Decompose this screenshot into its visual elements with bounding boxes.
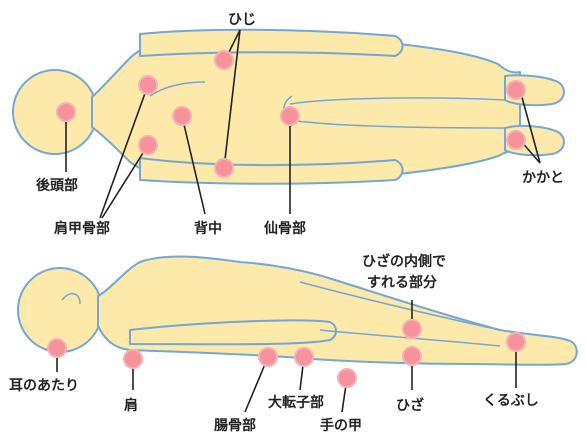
supine-torso xyxy=(91,38,521,181)
labels: ひじ 後頭部 肩甲骨部 背中 仙骨部 かかと ひざの内側で すれる部分 耳のあた… xyxy=(9,12,564,434)
label-hiza-naisoku-2: すれる部分 xyxy=(367,274,437,291)
spot-ankle xyxy=(506,332,526,352)
spot-sacrum xyxy=(280,106,300,126)
label-te-no-kou: 手の甲 xyxy=(320,417,362,434)
label-senkotsubu: 仙骨部 xyxy=(264,220,306,237)
supine-arm-top xyxy=(139,28,404,57)
label-kakato: かかと xyxy=(522,170,564,186)
spot-ilium xyxy=(258,347,278,367)
supine-arm-bottom xyxy=(139,157,404,185)
spot-scapula-bottom xyxy=(138,135,158,155)
spot-heel-top xyxy=(506,80,526,100)
spot-inner-knee xyxy=(402,319,422,339)
spot-ear xyxy=(47,338,67,358)
spot-scapula-top xyxy=(138,75,158,95)
label-hiza: ひざ xyxy=(396,397,424,414)
spot-elbow-bottom xyxy=(214,158,234,178)
spot-elbow-top xyxy=(214,50,234,70)
label-koutoubu: 後頭部 xyxy=(36,177,78,194)
spot-heel-bottom xyxy=(506,130,526,150)
spot-shoulder xyxy=(123,349,143,369)
label-kenkoukotsubu: 肩甲骨部 xyxy=(54,220,110,237)
label-mimi-no-atari: 耳のあたり xyxy=(9,378,79,394)
supine-head xyxy=(12,69,98,155)
label-hiza-naisoku-1: ひざの内側で xyxy=(362,253,446,270)
side-lying-body xyxy=(17,255,578,366)
spot-occiput xyxy=(56,102,76,122)
label-hiji: ひじ xyxy=(228,12,256,28)
side-torso xyxy=(97,255,578,366)
label-kurubushi: くるぶし xyxy=(483,393,539,409)
spot-back-of-hand xyxy=(337,368,357,388)
label-choukotsubu: 腸骨部 xyxy=(214,417,256,434)
label-senaka: 背中 xyxy=(194,220,222,237)
spot-knee xyxy=(402,346,422,366)
spot-trochanter xyxy=(294,347,314,367)
label-kata: 肩 xyxy=(124,397,138,414)
side-arm xyxy=(129,319,337,346)
label-daitenshibu: 大転子部 xyxy=(268,394,324,411)
spot-back xyxy=(172,106,192,126)
leader-lines xyxy=(56,29,541,413)
pressure-spots xyxy=(47,50,526,388)
